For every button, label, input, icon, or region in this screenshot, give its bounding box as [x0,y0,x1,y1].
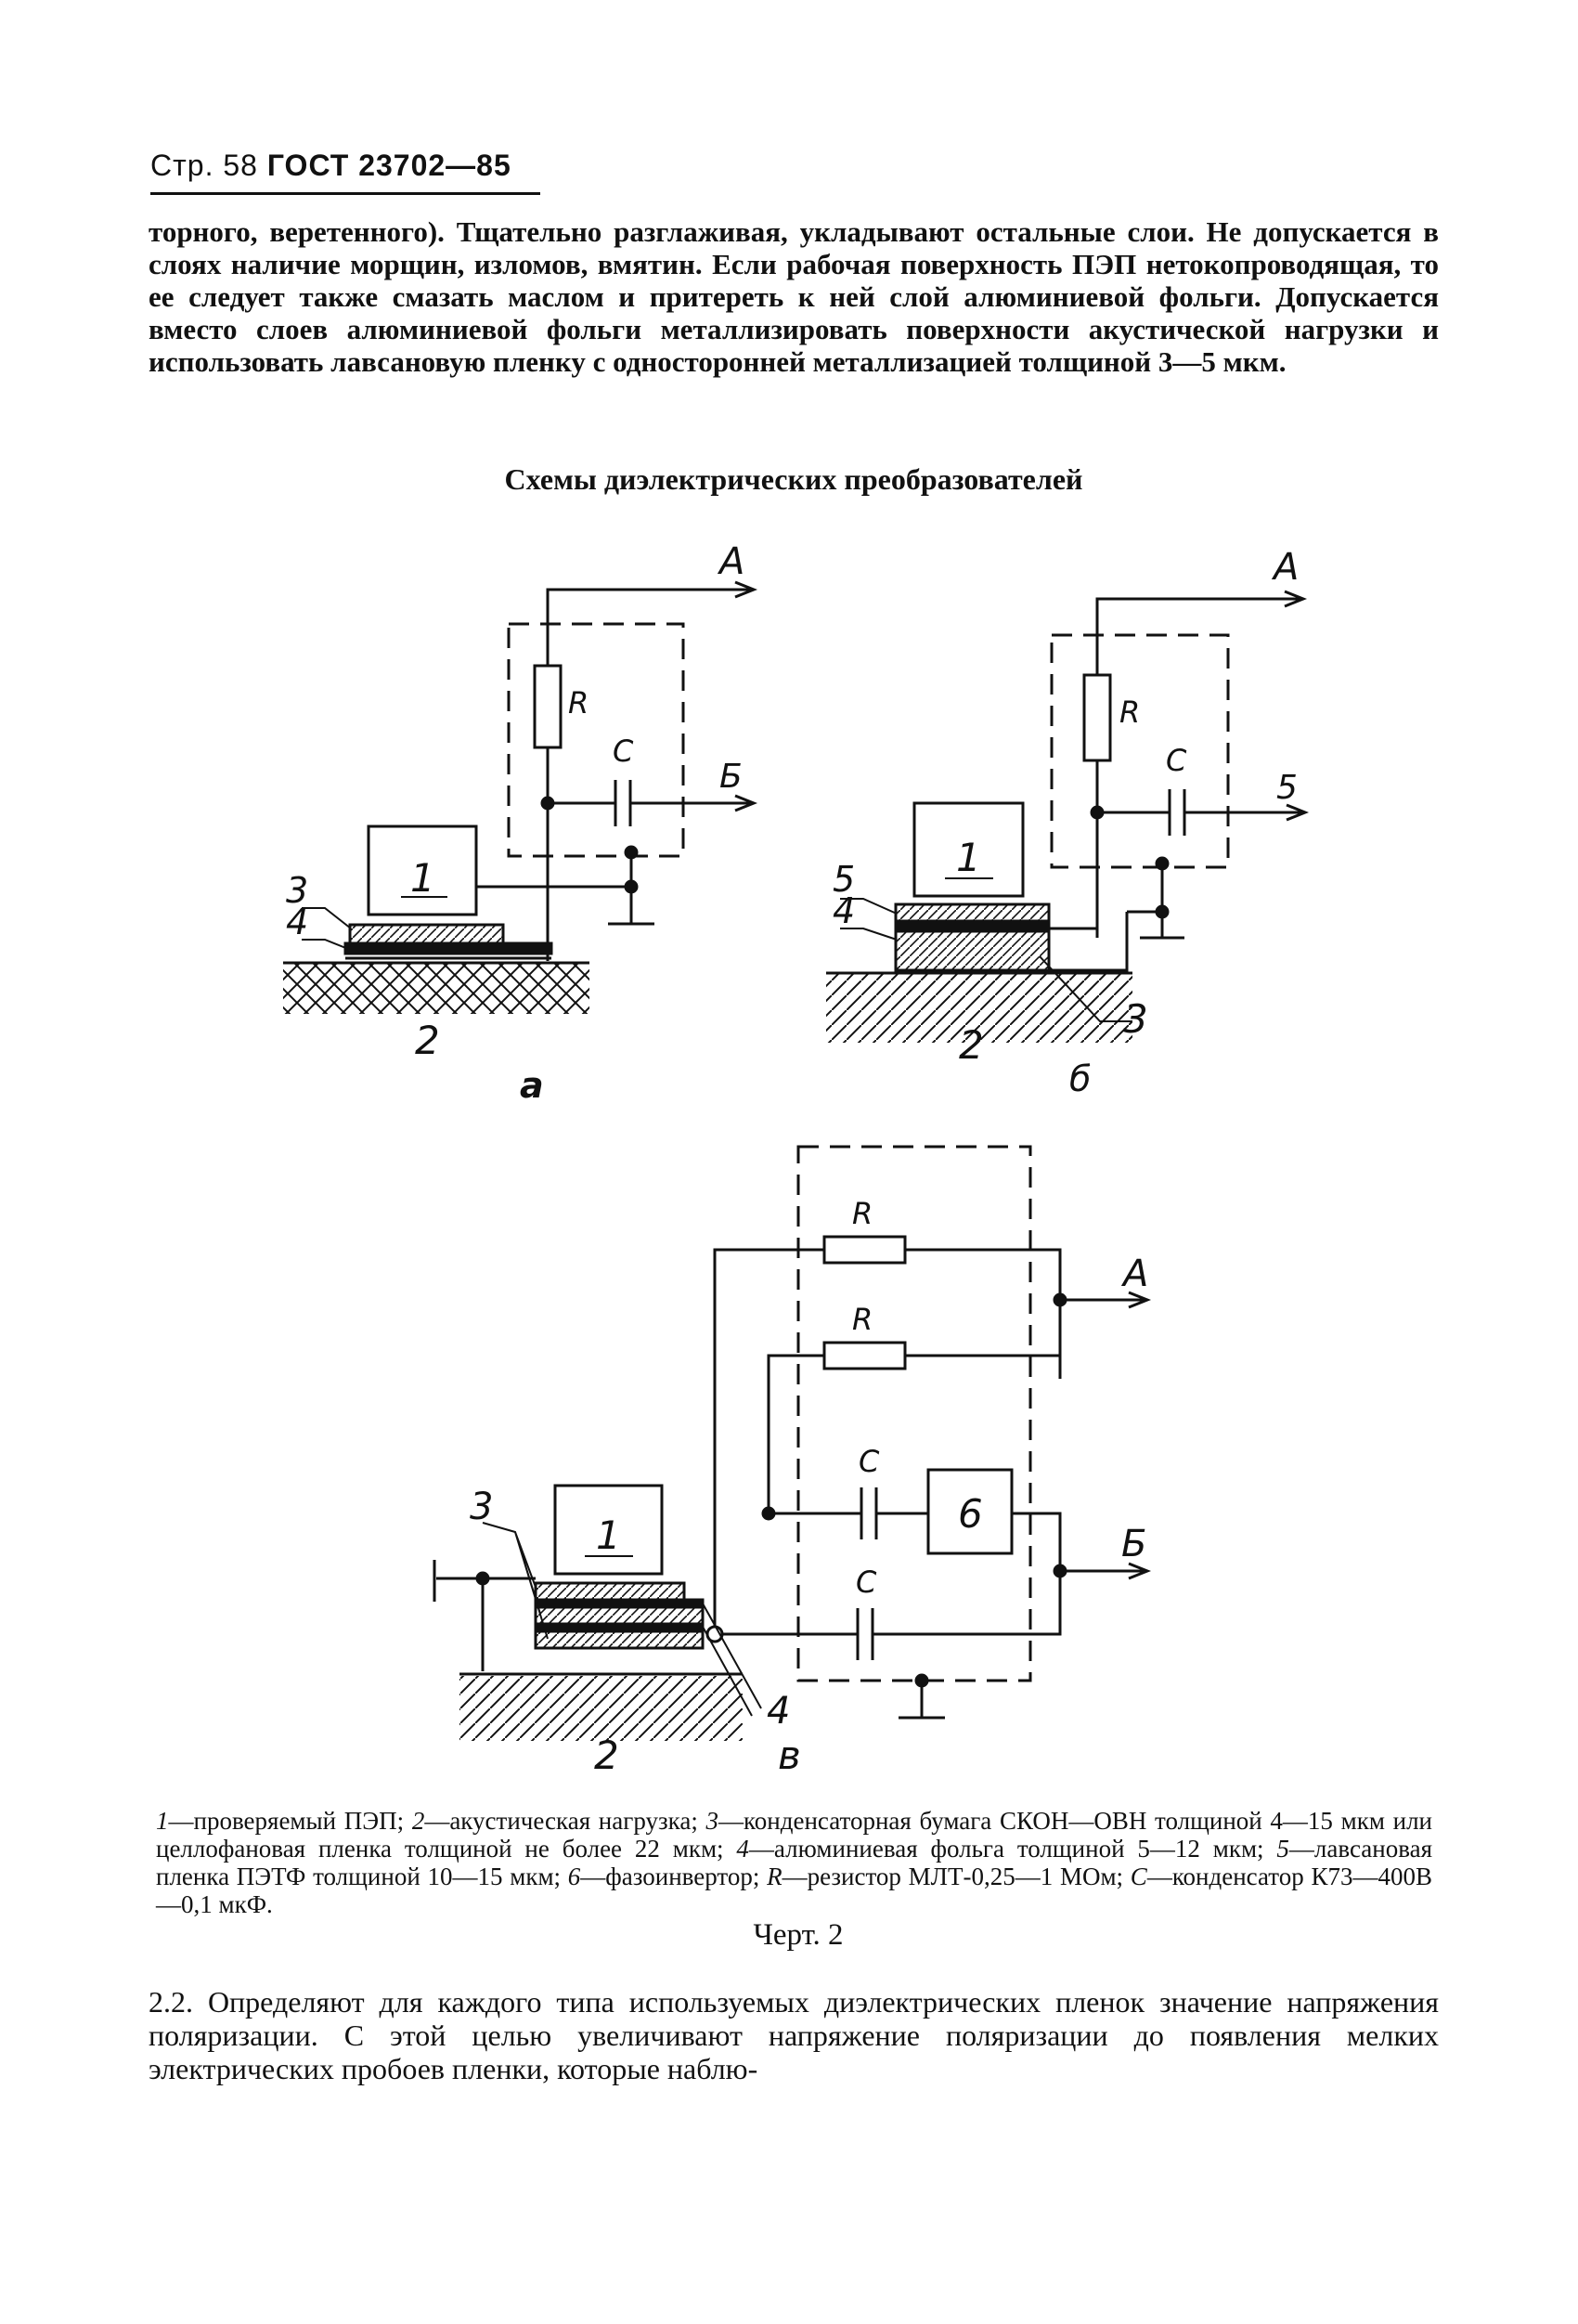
diagram-a-arrow-b [734,794,758,812]
diagram-b-label-b: 5 [1276,769,1298,807]
diagram-v-label-6: 6 [958,1491,983,1537]
header-rule [150,192,540,195]
diagram-v-label-a: А [1120,1253,1148,1295]
diagram-b-node-1 [1090,805,1105,820]
diagram-v-capacitor-2 [715,1608,874,1660]
diagram-v-resistor-1 [822,1235,907,1265]
diagram-a-layer-4 [343,941,553,955]
page-number: Стр. 58 [150,149,258,182]
diagram-v-arrow-b [1060,1562,1152,1580]
diagram-a-transducer [367,824,478,916]
diagram-v-sublabel: в [778,1733,801,1778]
figure-caption: 1—проверяемый ПЭП; 2—акустическая нагруз… [156,1807,1432,1918]
page-header: Стр. 58 ГОСТ 23702—85 [150,149,577,183]
diagram-a: А R С Б 1 3 4 2 а [283,540,758,1106]
diagram-v-left-ground [433,1560,485,1671]
diagram-a-layer-3 [348,923,505,945]
diagram-b-label-1: 1 [956,835,981,880]
diagram-a-label-c: С [613,734,634,769]
diagram-b-label-r: R [1119,695,1140,730]
diagram-b-capacitor [1097,789,1301,836]
diagram-b-load [826,973,1132,1043]
diagram-b-label-2: 2 [959,1022,984,1068]
diagram-v-label-c2: С [856,1564,877,1600]
diagram-b-arrow-b [1286,803,1310,822]
diagram-v-leaders-3 [482,1522,549,1640]
diagram-v-label-b: Б [1121,1523,1146,1565]
standard-number: ГОСТ 23702—85 [266,149,511,182]
diagram-b-leaders [840,898,898,941]
diagram-b-node-2 [1155,856,1170,871]
diagram-a-node-2 [624,845,639,860]
diagram-b-label-3: 3 [1123,996,1148,1042]
diagram-b-layer-4 [894,919,1051,931]
diagram-b-layer-3 [894,929,1051,972]
diagram-a-leaders [302,907,352,950]
diagram-a-node-3 [624,879,639,894]
diagram-b-label-5: 5 [833,859,855,900]
diagram-v-layer-3a [534,1581,686,1602]
diagram-b-wire-a [1095,597,1300,938]
diagram-a-label-r: R [568,685,589,721]
diagram-a-capacitor [548,780,750,826]
diagram-v-leaders-4 [702,1603,762,1717]
diagram-v-wire-r1 [713,1248,1062,1634]
diagram-v-layer-3b [534,1605,705,1626]
diagram-v-label-3: 3 [470,1486,493,1528]
diagram-v-layer-3c [534,1629,705,1650]
diagram-b-label-a: А [1271,546,1299,589]
diagram-a-sublabel: а [520,1065,544,1106]
diagram-b-sublabel: б [1069,1058,1091,1099]
diagram-v-resistor-2 [822,1341,907,1370]
diagram-a-label-a: А [717,540,744,583]
diagram-a-label-b: Б [719,758,743,796]
diagram-a-wire-a [546,588,750,956]
diagram-a-node-1 [540,796,555,811]
diagram-v-wire-r2 [767,1354,1060,1513]
diagram-a-resistor [533,664,563,749]
diagram-a-label-3: 3 [286,870,308,911]
diagram-a-load [283,963,589,1014]
diagram-b-layer-5 [894,902,1051,923]
diagram-v-label-4: 4 [767,1690,790,1733]
figure-label: Черт. 2 [753,1918,844,1952]
diagram-a-label-4: 4 [286,902,308,942]
paragraph-bottom: 2.2. Определяют для каждого типа использ… [149,1985,1439,2085]
diagram-v-capacitor-1 [769,1487,928,1539]
diagram-v-load [459,1676,743,1741]
diagram-b: А R С 5 1 5 4 3 2 б [826,546,1310,1099]
diagram-b-transducer [912,801,1025,898]
diagram-v-arrow-a [1060,1291,1152,1309]
diagram-a-arrow-a [734,580,758,599]
diagram-v-transducer [553,1484,664,1576]
paragraph-top: торного, веретенного). Тщательно разглаж… [149,215,1439,378]
diagram-v-label-2: 2 [594,1733,619,1778]
diagram-v: R R А С 6 Б С 1 [433,1145,1152,1778]
figure-diagrams: А R С Б 1 3 4 2 а А [283,540,1310,1778]
diagram-b-shield [1050,633,1230,869]
diagram-b-label-c: С [1166,743,1187,778]
diagram-v-label-1: 1 [596,1513,621,1558]
diagram-v-label-r2: R [852,1302,873,1337]
figure-title: Схемы диэлектрических преобразователей [504,462,1083,496]
diagram-v-shield [796,1145,1032,1682]
diagram-v-inverter [926,1468,1014,1555]
diagram-v-label-c1: С [859,1444,880,1479]
diagram-a-label-1: 1 [410,855,435,901]
diagram-a-shield [507,622,685,858]
diagram-b-arrow-a [1284,590,1308,608]
diagram-a-label-2: 2 [415,1018,440,1063]
diagram-v-node-1 [761,1506,776,1521]
diagram-b-label-4: 4 [833,890,855,931]
diagram-b-resistor [1082,673,1112,762]
diagram-v-label-r1: R [852,1196,873,1231]
diagram-b-ground [1140,863,1184,940]
